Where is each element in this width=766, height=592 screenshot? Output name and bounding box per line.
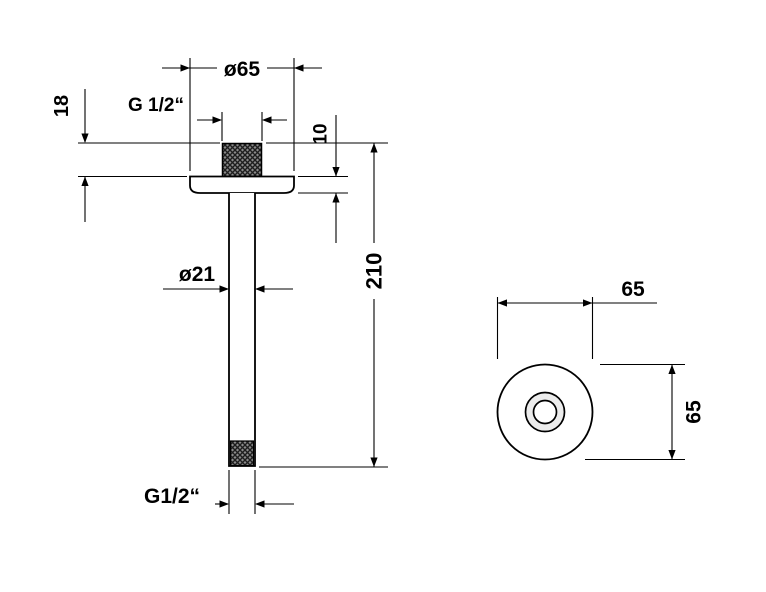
arrowhead-icon xyxy=(370,143,378,153)
arrowhead-icon xyxy=(219,500,229,508)
dim-escutcheon-height: 65 xyxy=(585,363,706,461)
arrowhead-icon xyxy=(81,133,89,143)
arrowhead-icon xyxy=(255,285,265,293)
bottom-thread xyxy=(229,440,255,467)
arm-pipe xyxy=(228,193,256,467)
dim-exposed-thread: 18 xyxy=(51,89,220,222)
dim-escutcheon-width: 65 xyxy=(496,278,657,359)
dim-label-arm-length: 210 xyxy=(362,253,387,290)
arrowhead-icon xyxy=(332,193,340,203)
dim-label-escutcheon-width: 65 xyxy=(621,278,645,301)
arrowhead-icon xyxy=(212,116,222,124)
dim-bottom-thread: G1/2“ xyxy=(144,470,294,514)
arrowhead-icon xyxy=(81,176,89,186)
dim-label-bottom-thread: G1/2“ xyxy=(144,485,200,508)
dim-arm-length: 210 xyxy=(259,142,388,468)
arrowhead-icon xyxy=(370,457,378,467)
bottom-view: 65 65 xyxy=(496,278,706,461)
arrowhead-icon xyxy=(262,116,272,124)
ceiling-flange xyxy=(189,175,295,194)
top-thread-nut xyxy=(221,142,263,178)
dim-flange-diameter: ø65 xyxy=(162,58,322,171)
dim-flange-thickness: 10 xyxy=(298,115,348,243)
arrowhead-icon xyxy=(583,299,593,307)
escutcheon-bore-circle xyxy=(532,399,558,425)
shower-arm-body xyxy=(189,142,295,467)
arrowhead-icon xyxy=(255,500,265,508)
arrowhead-icon xyxy=(294,64,304,72)
front-view: ø65 G 1/2“ 18 xyxy=(51,58,388,514)
dim-top-thread: G 1/2“ xyxy=(128,95,287,141)
arrowhead-icon xyxy=(668,364,676,374)
dim-label-escutcheon-height: 65 xyxy=(683,400,706,424)
arrowhead-icon xyxy=(219,285,229,293)
dim-label-flange-thickness: 10 xyxy=(311,123,332,144)
arrowhead-icon xyxy=(668,450,676,460)
dim-pipe-diameter: ø21 xyxy=(163,263,293,293)
dim-label-exposed-thread: 18 xyxy=(51,95,73,117)
arrowhead-icon xyxy=(332,167,340,177)
dim-label-top-thread: G 1/2“ xyxy=(128,95,184,116)
dim-label-flange-diameter: ø65 xyxy=(224,58,261,81)
dim-label-pipe-diameter: ø21 xyxy=(179,263,216,286)
arrowhead-icon xyxy=(180,64,190,72)
arrowhead-icon xyxy=(497,299,507,307)
